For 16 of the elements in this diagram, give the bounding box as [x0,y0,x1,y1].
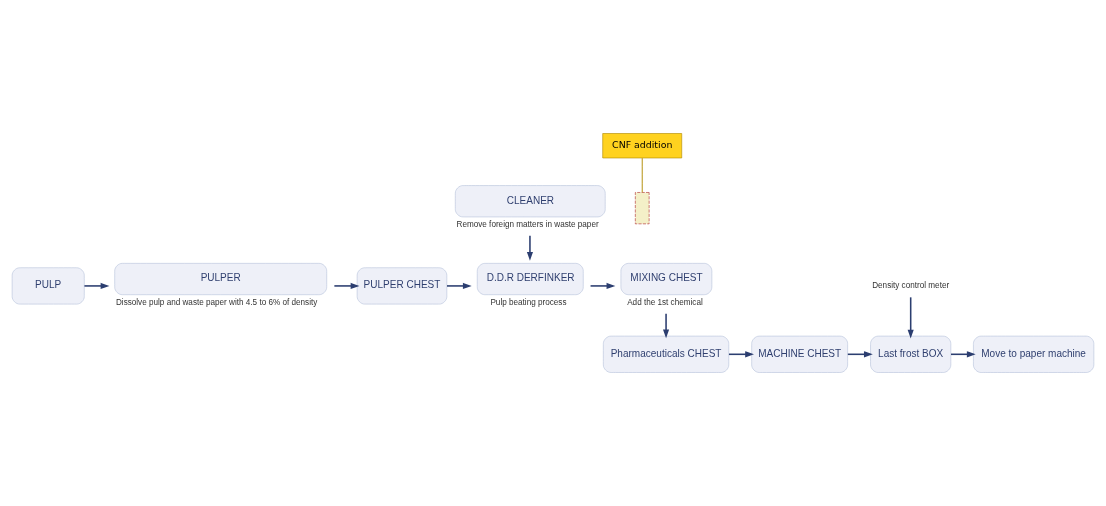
node-box: Move to paper machine [973,335,1095,373]
node-box: PULPER CHEST [356,267,448,305]
arrow [526,234,534,261]
node-box: CNF addition [602,133,683,159]
node-box: Last frost BOX [870,335,952,373]
node-box [635,192,650,225]
arrow [83,282,110,289]
arrow [333,282,360,289]
node-box: MACHINE CHEST [751,335,848,373]
node-box: PULP [11,267,85,305]
arrow [907,296,914,339]
arrow [589,282,616,289]
arrow [446,282,472,289]
node-box: Pharmaceuticals CHEST [603,335,730,373]
arrow [663,312,670,339]
connector [641,157,643,193]
